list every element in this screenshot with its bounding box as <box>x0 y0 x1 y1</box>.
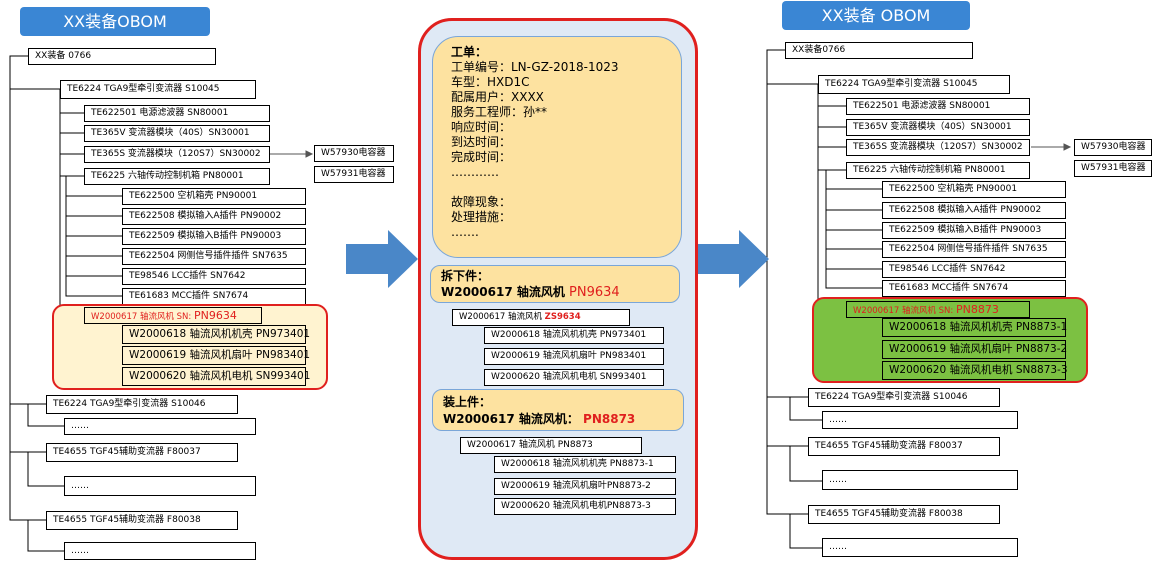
removed-part-section: 拆下件： W2000617 轴流风机 PN9634 <box>430 265 680 303</box>
ticket-line-6: 完成时间： <box>451 150 512 164</box>
ticket-line-4: 响应时间： <box>451 120 512 134</box>
left-n2-node[interactable]: TE6224 TGA9型牵引变流器 S10046 <box>46 395 238 414</box>
right-box-child-0[interactable]: TE622500 空机箱壳 PN90001 <box>882 181 1066 198</box>
removed-fan-child-0[interactable]: W2000618 轴流风机机壳 PN973401 <box>484 327 664 344</box>
removed-part-item: W2000617 轴流风机 PN9634 <box>441 284 679 301</box>
left-capacitor-box-0[interactable]: W57930电容器 <box>314 145 394 162</box>
right-fan-child-1[interactable]: W2000619 轴流风机扇叶 PN8873-2 <box>882 340 1067 359</box>
ticket-line-11: ……. <box>451 225 479 239</box>
right-capacitor-box-0[interactable]: W57930电容器 <box>1074 139 1152 156</box>
installed-fan-child-0[interactable]: W2000618 轴流风机机壳 PN8873-1 <box>494 456 676 473</box>
ticket-line-3: 服务工程师：孙** <box>451 105 548 119</box>
left-fan-child-0[interactable]: W2000618 轴流风机机壳 PN973401 <box>122 325 310 344</box>
right-obom-title: XX装备 OBOM <box>782 1 970 30</box>
installed-fan-node[interactable]: W2000617 轴流风机 PN8873 <box>460 437 642 454</box>
ticket-line-5: 到达时间： <box>451 135 512 149</box>
ticket-line-0: 工单编号：LN-GZ-2018-1023 <box>451 60 619 74</box>
left-box-child-0[interactable]: TE622500 空机箱壳 PN90001 <box>122 188 306 205</box>
installed-part-section: 装上件： W2000617 轴流风机： PN8873 <box>432 389 684 431</box>
installed-part-sn: PN8873 <box>583 412 636 426</box>
right-root-node[interactable]: XX装备0766 <box>785 42 973 59</box>
left-obom-title: XX装备OBOM <box>20 7 210 36</box>
left-fan-child-2[interactable]: W2000620 轴流风机电机 SN993401 <box>122 367 310 386</box>
right-fan-node[interactable]: W2000617 轴流风机 SN: PN8873 <box>846 301 1030 318</box>
arrow-right-icon <box>346 230 418 288</box>
right-box-child-3[interactable]: TE622504 网侧信号插件插件 SN7635 <box>882 241 1066 258</box>
ticket-line-2: 配属用户：XXXX <box>451 90 544 104</box>
right-n3-dots: …… <box>822 470 1018 490</box>
right-n3-node[interactable]: TE4655 TGF45辅助变流器 F80037 <box>808 437 1000 456</box>
left-n3-node[interactable]: TE4655 TGF45辅助变流器 F80037 <box>46 443 238 462</box>
removed-fan-sn: ZS9634 <box>544 312 581 322</box>
ticket-title: 工单： <box>451 45 488 59</box>
right-n1-child-3[interactable]: TE6225 六轴传动控制机箱 PN80001 <box>846 162 1030 179</box>
ticket-line-8 <box>451 180 681 195</box>
right-n1-child-2[interactable]: TE365S 变流器模块（120S7）SN30002 <box>846 139 1030 156</box>
right-fan-child-2[interactable]: W2000620 轴流风机电机 SN8873-3 <box>882 361 1068 380</box>
right-fan-child-0[interactable]: W2000618 轴流风机机壳 PN8873-1 <box>882 318 1067 337</box>
removed-part-name: W2000617 轴流风机 <box>441 285 570 299</box>
left-box-child-2[interactable]: TE622509 模拟输入B插件 PN90003 <box>122 228 306 245</box>
removed-fan-label: W2000617 轴流风机 <box>459 312 545 322</box>
removed-fan-node[interactable]: W2000617 轴流风机 ZS9634 <box>452 309 630 326</box>
right-capacitor-box-1[interactable]: W57931电容器 <box>1074 160 1152 177</box>
right-n2-dots: …… <box>822 411 1018 429</box>
left-n4-dots: …… <box>64 542 256 560</box>
right-box-child-4[interactable]: TE98546 LCC插件 SN7642 <box>882 261 1066 278</box>
right-n1-child-1[interactable]: TE365V 变流器模块（40S）SN30001 <box>846 119 1030 136</box>
installed-fan-child-2[interactable]: W2000620 轴流风机电机PN8873-3 <box>494 498 676 515</box>
left-box-child-5[interactable]: TE61683 MCC插件 SN7674 <box>122 288 306 305</box>
right-n1-child-0[interactable]: TE622501 电源滤波器 SN80001 <box>846 98 1030 115</box>
left-n1-child-3[interactable]: TE6225 六轴传动控制机箱 PN80001 <box>84 168 270 185</box>
left-n1-node[interactable]: TE6224 TGA9型牵引变流器 S10045 <box>60 80 256 99</box>
left-n3-dots: …… <box>64 476 256 496</box>
right-box-child-5[interactable]: TE61683 MCC插件 SN7674 <box>882 280 1066 297</box>
arrow-right-icon <box>697 230 769 288</box>
left-n1-child-0[interactable]: TE622501 电源滤波器 SN80001 <box>84 105 270 122</box>
ticket-line-7: ………… <box>451 165 499 179</box>
right-fan-label: W2000617 轴流风机 SN: <box>853 306 956 316</box>
left-fan-child-1[interactable]: W2000619 轴流风机扇叶 PN983401 <box>122 346 310 365</box>
left-root-node[interactable]: XX装备 0766 <box>28 48 216 65</box>
installed-part-title: 装上件： <box>443 395 492 409</box>
right-box-child-2[interactable]: TE622509 模拟输入B插件 PN90003 <box>882 222 1066 239</box>
ticket-line-1: 车型：HXD1C <box>451 75 530 89</box>
ticket-line-9: 故障现象： <box>451 195 512 209</box>
removed-fan-child-1[interactable]: W2000619 轴流风机扇叶 PN983401 <box>484 348 664 365</box>
left-n4-node[interactable]: TE4655 TGF45辅助变流器 F80038 <box>46 511 238 530</box>
left-box-child-3[interactable]: TE622504 网侧信号插件插件 SN7635 <box>122 248 306 265</box>
installed-fan-child-1[interactable]: W2000619 轴流风机扇叶PN8873-2 <box>494 478 676 495</box>
installed-part-item: W2000617 轴流风机： PN8873 <box>443 411 683 428</box>
installed-part-name: W2000617 轴流风机： <box>443 412 584 426</box>
work-order-ticket: 工单： 工单编号：LN-GZ-2018-1023 车型：HXD1C 配属用户：X… <box>432 36 682 258</box>
ticket-line-10: 处理措施： <box>451 210 512 224</box>
removed-fan-child-2[interactable]: W2000620 轴流风机电机 SN993401 <box>484 369 664 386</box>
right-n1-node[interactable]: TE6224 TGA9型牵引变流器 S10045 <box>818 75 1010 94</box>
right-fan-sn: PN8873 <box>955 303 999 316</box>
left-capacitor-box-1[interactable]: W57931电容器 <box>314 166 394 183</box>
left-box-child-1[interactable]: TE622508 模拟输入A插件 PN90002 <box>122 208 306 225</box>
capacitor-arrows <box>268 143 1072 158</box>
right-n4-node[interactable]: TE4655 TGF45辅助变流器 F80038 <box>808 505 1000 524</box>
left-box-child-4[interactable]: TE98546 LCC插件 SN7642 <box>122 268 306 285</box>
left-fan-node[interactable]: W2000617 轴流风机 SN: PN9634 <box>84 307 262 324</box>
left-fan-label: W2000617 轴流风机 SN: <box>91 312 194 322</box>
right-n2-node[interactable]: TE6224 TGA9型牵引变流器 S10046 <box>808 388 1000 407</box>
right-n4-dots: …… <box>822 538 1018 557</box>
left-n1-child-1[interactable]: TE365V 变流器模块（40S）SN30001 <box>84 125 270 142</box>
right-box-child-1[interactable]: TE622508 模拟输入A插件 PN90002 <box>882 202 1066 219</box>
removed-part-title: 拆下件： <box>441 269 490 283</box>
removed-part-sn: PN9634 <box>569 285 620 300</box>
left-n1-child-2[interactable]: TE365S 变流器模块（120S7）SN30002 <box>84 146 270 163</box>
left-n2-dots: …… <box>64 418 256 435</box>
left-fan-sn: PN9634 <box>193 309 237 322</box>
